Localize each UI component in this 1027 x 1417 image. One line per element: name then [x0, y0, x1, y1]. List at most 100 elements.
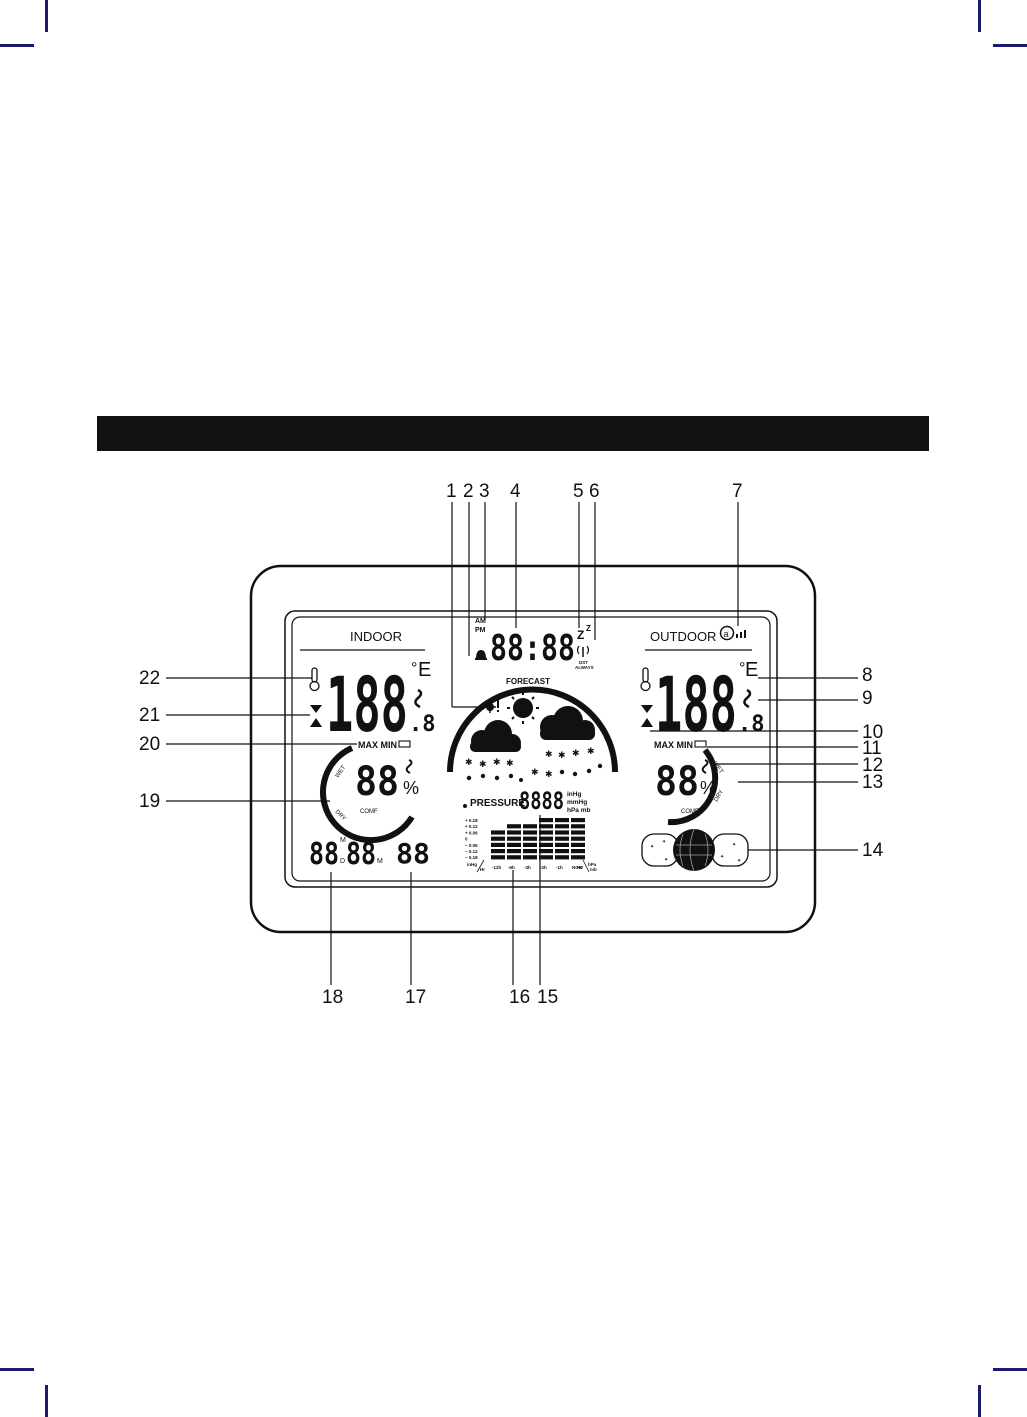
- history-bar-segment: [571, 824, 585, 829]
- svg-text:✱: ✱: [506, 758, 514, 768]
- forecast-arc: [447, 686, 618, 773]
- outdoor-humidity-digits: 88: [655, 759, 699, 805]
- radio-signal-icon: [576, 645, 590, 657]
- outdoor-title: OUTDOOR: [650, 629, 716, 644]
- svg-text:✦: ✦: [664, 857, 668, 863]
- history-axis-label: NOW: [572, 865, 584, 870]
- svg-text:✱: ✱: [545, 769, 553, 779]
- history-bar-segment: [555, 824, 569, 829]
- always-label: ALWAYS: [575, 665, 594, 670]
- svg-text:✱: ✱: [545, 749, 553, 759]
- callout-15: 15: [537, 987, 559, 1008]
- callout-2: 2: [463, 481, 474, 502]
- history-bar-segment: [539, 855, 553, 860]
- callout-10: 10: [862, 722, 884, 743]
- thermometer-icon: [309, 667, 320, 692]
- indoor-humidity-digits: 88: [355, 759, 399, 805]
- history-bar-segment: [507, 849, 521, 854]
- alarm-bell-icon: [475, 650, 487, 660]
- scale-left-label: + 0.12: [465, 824, 478, 829]
- svg-text:✱: ✱: [572, 748, 580, 758]
- cloud-icon: [540, 706, 595, 740]
- callout-21: 21: [139, 705, 161, 726]
- crop-mark: [45, 1385, 48, 1417]
- dst-label: DST: [579, 660, 588, 665]
- indoor-temperature-decimal: .8: [409, 712, 436, 737]
- history-bar-segment: [571, 855, 585, 860]
- history-bar-segment: [507, 855, 521, 860]
- indoor-humidity-unit: %: [403, 778, 419, 798]
- thermometer-icon: [640, 667, 651, 692]
- trend-arrows-icon: [310, 705, 322, 727]
- history-axis-label: -1h: [556, 865, 563, 870]
- history-bar-segment: [491, 855, 505, 860]
- svg-text:✱: ✱: [479, 759, 487, 769]
- history-right-unit-slash: [582, 859, 590, 873]
- history-axis-label: -3h: [524, 865, 531, 870]
- callout-16: 16: [509, 987, 531, 1008]
- date-digits-first: 88: [309, 837, 339, 872]
- history-bar-segment: [523, 836, 537, 841]
- date-sup-first: M: [340, 837, 346, 844]
- ice-alert-icon: [484, 700, 499, 713]
- history-bar-segment: [491, 842, 505, 847]
- crop-mark: [45, 0, 48, 32]
- weekday-digits: 88: [396, 837, 430, 870]
- crop-mark: [993, 1368, 1027, 1371]
- history-bar-segment: [571, 830, 585, 835]
- history-bar-segment: [555, 849, 569, 854]
- scale-left-label: − 0.12: [465, 849, 478, 854]
- history-bar-segment: [491, 849, 505, 854]
- history-bar-segment: [523, 824, 537, 829]
- crop-mark: [0, 44, 34, 47]
- svg-text:✦: ✦: [662, 839, 666, 845]
- history-right-unit-top: hPa: [588, 862, 597, 867]
- history-bar-segment: [555, 830, 569, 835]
- history-bar-segment: [539, 842, 553, 847]
- callout-6: 6: [589, 481, 600, 502]
- outdoor-humidity-unit: %: [700, 778, 716, 798]
- snooze-z-large: Z: [577, 628, 584, 642]
- callout-3: 3: [479, 481, 490, 502]
- indoor-title: INDOOR: [350, 629, 402, 644]
- pressure-history-bars: [491, 818, 585, 860]
- history-bar-segment: [523, 855, 537, 860]
- history-right-unit-bottom: mb: [590, 867, 597, 872]
- leader-lines: [166, 502, 858, 985]
- history-bar-segment: [539, 836, 553, 841]
- callout-22: 22: [139, 668, 161, 689]
- history-bar-segment: [523, 830, 537, 835]
- history-bar-segment: [507, 830, 521, 835]
- callout-5: 5: [573, 481, 584, 502]
- history-bar-segment: [539, 818, 553, 823]
- history-axis-label: -12h: [492, 865, 502, 870]
- indoor-trend-swirl-icon: [414, 688, 423, 709]
- callout-7: 7: [732, 481, 743, 502]
- outdoor-comfort-label-dry: DRY: [714, 789, 725, 803]
- indoor-max-min-label: MAX MIN: [358, 740, 397, 750]
- history-left-unit-bottom: Hr: [480, 867, 485, 872]
- callout-14: 14: [862, 840, 884, 861]
- scale-left-label: − 0.06: [465, 843, 478, 848]
- pressure-unit-inhg: inHg: [567, 791, 581, 798]
- lcd-bezel: [284, 610, 778, 888]
- history-bar-segment: [571, 842, 585, 847]
- history-bar-segment: [523, 849, 537, 854]
- history-bar-segment: [555, 836, 569, 841]
- indoor-battery-icon: [398, 740, 411, 748]
- outdoor-temperature-digits: 188: [655, 660, 737, 749]
- clock-am-label: AM: [475, 618, 486, 625]
- outdoor-comfort-arc: [667, 748, 719, 826]
- outdoor-humidity-trend-icon: [701, 759, 709, 774]
- history-bar-segment: [555, 855, 569, 860]
- pressure-unit-mmhg: mmHg: [567, 799, 587, 806]
- svg-text:✦: ✦: [732, 842, 736, 848]
- callout-17: 17: [405, 987, 427, 1008]
- scale-left-label: + 0.18: [465, 818, 478, 823]
- forecast-title: FORECAST: [506, 677, 550, 686]
- sensor-signal-icon: a: [719, 625, 746, 641]
- indoor-temperature-digits: 188: [326, 660, 408, 749]
- indoor-degree-sign: °: [411, 660, 417, 677]
- svg-text:✱: ✱: [587, 746, 595, 756]
